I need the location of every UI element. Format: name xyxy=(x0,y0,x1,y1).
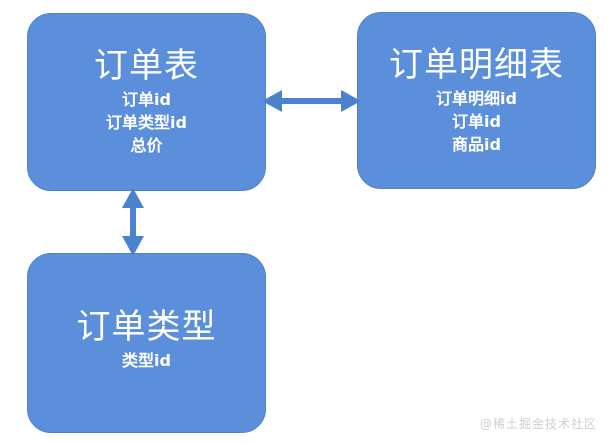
entity-title-order: 订单表 xyxy=(94,46,199,86)
entity-field: 商品id xyxy=(452,135,501,155)
entity-field: 总价 xyxy=(130,136,163,156)
double-arrow-vertical-icon xyxy=(122,188,144,256)
connector-order-to-order-type xyxy=(118,188,148,256)
entity-box-order[interactable]: 订单表 订单id 订单类型id 总价 xyxy=(27,13,266,191)
entity-fields-order: 订单id 订单类型id 总价 xyxy=(106,88,187,158)
entity-field: 订单类型id xyxy=(106,113,187,133)
entity-field: 订单id xyxy=(452,112,501,132)
entity-box-order-detail[interactable]: 订单明细表 订单明细id 订单id 商品id xyxy=(357,12,596,189)
double-arrow-horizontal-icon xyxy=(262,90,361,112)
entity-fields-order-detail: 订单明细id 订单id 商品id xyxy=(436,87,517,157)
entity-field: 订单id xyxy=(122,90,171,110)
entity-title-order-detail: 订单明细表 xyxy=(389,45,564,85)
connector-order-to-order-detail xyxy=(262,86,361,116)
entity-field: 订单明细id xyxy=(436,89,517,109)
entity-fields-order-type: 类型id xyxy=(122,349,171,372)
entity-box-order-type[interactable]: 订单类型 类型id xyxy=(27,253,266,433)
watermark-text: @稀土掘金技术社区 xyxy=(479,417,597,431)
entity-field: 类型id xyxy=(122,351,171,371)
entity-title-order-type: 订单类型 xyxy=(76,307,217,347)
